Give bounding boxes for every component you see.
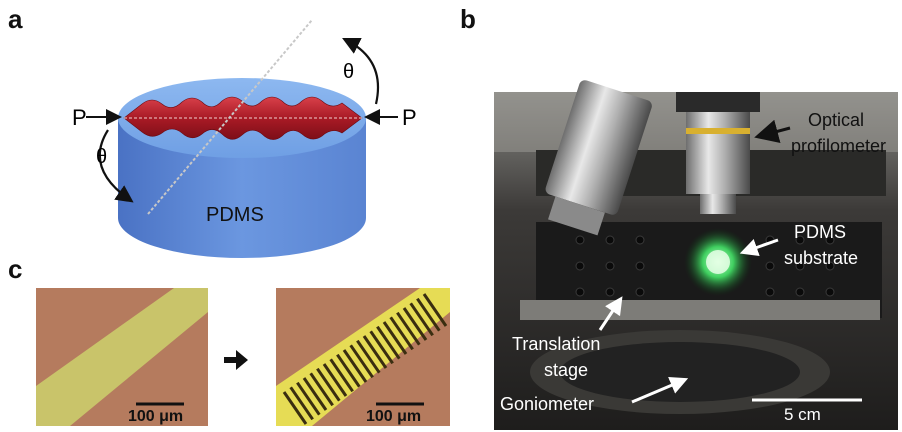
label-stage: stage [544, 360, 588, 380]
wrinkle-line [309, 372, 334, 407]
label-translation: Translation [512, 334, 600, 354]
angle-label-left: θ [96, 146, 107, 168]
wrinkle-line [422, 293, 448, 327]
flat-stripe [36, 288, 208, 426]
scale-label-after: 100 μm [366, 408, 421, 425]
stage-holes [575, 235, 835, 297]
panel-c-before: 100 μm [36, 288, 208, 426]
wrinkle-line [402, 307, 428, 341]
rotation-axis-line [147, 19, 313, 215]
arrow-goniometer [631, 376, 689, 404]
wrinkle-line [389, 316, 414, 351]
wrinkle-line [322, 363, 348, 397]
wrinkle-line [416, 297, 441, 332]
arrow-translation-stage [598, 296, 623, 331]
wrinkle-line [302, 377, 328, 411]
wrinkle-line [356, 339, 381, 374]
force-label-left: P [72, 105, 87, 130]
wrinkle-line [329, 358, 354, 393]
label-profilometer: profilometer [791, 136, 886, 156]
label-substrate: substrate [784, 248, 858, 268]
transition-arrow [224, 350, 248, 370]
angle-arc-top [342, 38, 380, 105]
wrinkle-line [409, 302, 434, 337]
pdms-label: PDMS [206, 204, 264, 226]
profilometer-objective [676, 92, 760, 214]
photo-scale-label: 5 cm [784, 405, 821, 424]
label-optical: Optical [808, 110, 864, 130]
wrinkled-stripe [276, 288, 450, 426]
panel-b-letter: b [460, 4, 476, 34]
panel-a-diagram: P P θ θ PDMS [72, 19, 417, 258]
wrinkle-line [289, 386, 314, 421]
arrow-profilometer [754, 119, 791, 143]
panel-a-letter: a [8, 4, 23, 34]
angle-label-top: θ [343, 61, 354, 83]
wrinkle-line [342, 349, 368, 383]
wrinkle-line [362, 335, 388, 369]
wrinkle-line [282, 391, 308, 425]
wrinkle-line [382, 321, 408, 355]
angle-arc-left [98, 129, 134, 203]
side-objective-lens [545, 80, 652, 236]
wrinkle-line [296, 381, 321, 416]
arrow-pdms-substrate [739, 238, 779, 256]
force-label-right: P [402, 105, 417, 130]
wrinkle-line [376, 325, 401, 360]
label-pdms: PDMS [794, 222, 846, 242]
wrinkle-line [316, 367, 341, 402]
wrinkle-line [349, 344, 374, 379]
wrinkle-line [336, 353, 361, 388]
label-goniometer: Goniometer [500, 394, 594, 414]
panel-c-letter: c [8, 254, 23, 284]
pdms-cylinder-side [118, 118, 366, 258]
scale-label-before: 100 μm [128, 408, 183, 425]
wrinkle-line [396, 311, 421, 346]
panel-b-photo: Optical profilometer PDMS substrate Tran… [494, 80, 898, 430]
wrinkle-line [369, 330, 394, 365]
panel-c-after: 100 μm [276, 288, 450, 426]
